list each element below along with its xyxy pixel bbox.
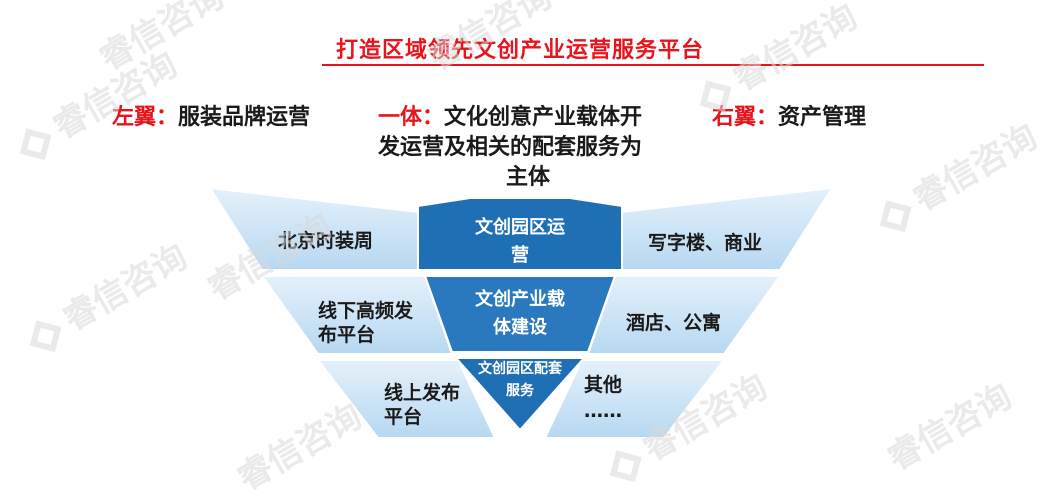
left-segment-3	[315, 359, 497, 439]
core-mid-line2: 体建设	[493, 317, 547, 338]
right-item-hotel: 酒店、公寓	[626, 312, 722, 334]
core-mid-label: 文创产业载 体建设	[448, 286, 592, 342]
title-underline	[322, 64, 984, 66]
right-wing-heading: 右翼：资产管理	[712, 103, 866, 133]
left-wing-heading: 左翼：服装品牌运营	[112, 103, 310, 133]
left-item-online-line1: 线上发布	[384, 382, 461, 404]
left-item-fashion-week: 北京时装周	[278, 230, 374, 252]
core-segment-bottom	[453, 357, 587, 432]
core-top-line2: 营	[511, 245, 529, 266]
middle-key: 一体：	[378, 105, 445, 130]
left-item-offline-line2: 布平台	[318, 324, 376, 346]
core-mid-line1: 文创产业载	[475, 289, 565, 310]
middle-line2: 发运营及相关的配套服务为	[378, 135, 643, 160]
middle-line3: 主体	[505, 165, 550, 190]
left-wing-text: 服装品牌运营	[178, 105, 311, 130]
right-item-ellipsis: ……	[584, 400, 622, 422]
right-wing-key: 右翼：	[712, 105, 779, 130]
left-wing-key: 左翼：	[112, 105, 179, 130]
left-item-offline-line1: 线下高频发	[318, 300, 414, 322]
right-wing-text: 资产管理	[778, 105, 867, 130]
watermark-logo-icon	[609, 449, 642, 482]
right-item-office: 写字楼、商业	[648, 232, 763, 254]
left-segment-2	[260, 275, 454, 355]
page-title: 打造区域领先文创产业运营服务平台	[335, 38, 704, 63]
core-top-line1: 文创园区运	[475, 217, 565, 238]
wing-diagram	[208, 186, 834, 439]
right-item-other: 其他	[584, 374, 623, 396]
right-segment-1	[621, 186, 834, 271]
core-bottom-label: 文创园区配套 服务	[460, 358, 580, 402]
core-bottom-line1: 文创园区配套	[478, 361, 562, 377]
right-segment-3	[543, 359, 727, 439]
core-bottom-line2: 服务	[506, 383, 534, 399]
left-item-online-line2: 平台	[384, 406, 423, 428]
core-top-label: 文创园区运 营	[448, 214, 592, 270]
core-segment-mid	[423, 275, 617, 353]
core-segment-top	[417, 197, 623, 271]
middle-line1: 文化创意产业载体开	[444, 105, 643, 130]
middle-heading: 一体：文化创意产业载体开 发运营及相关的配套服务为 主体	[378, 103, 678, 193]
